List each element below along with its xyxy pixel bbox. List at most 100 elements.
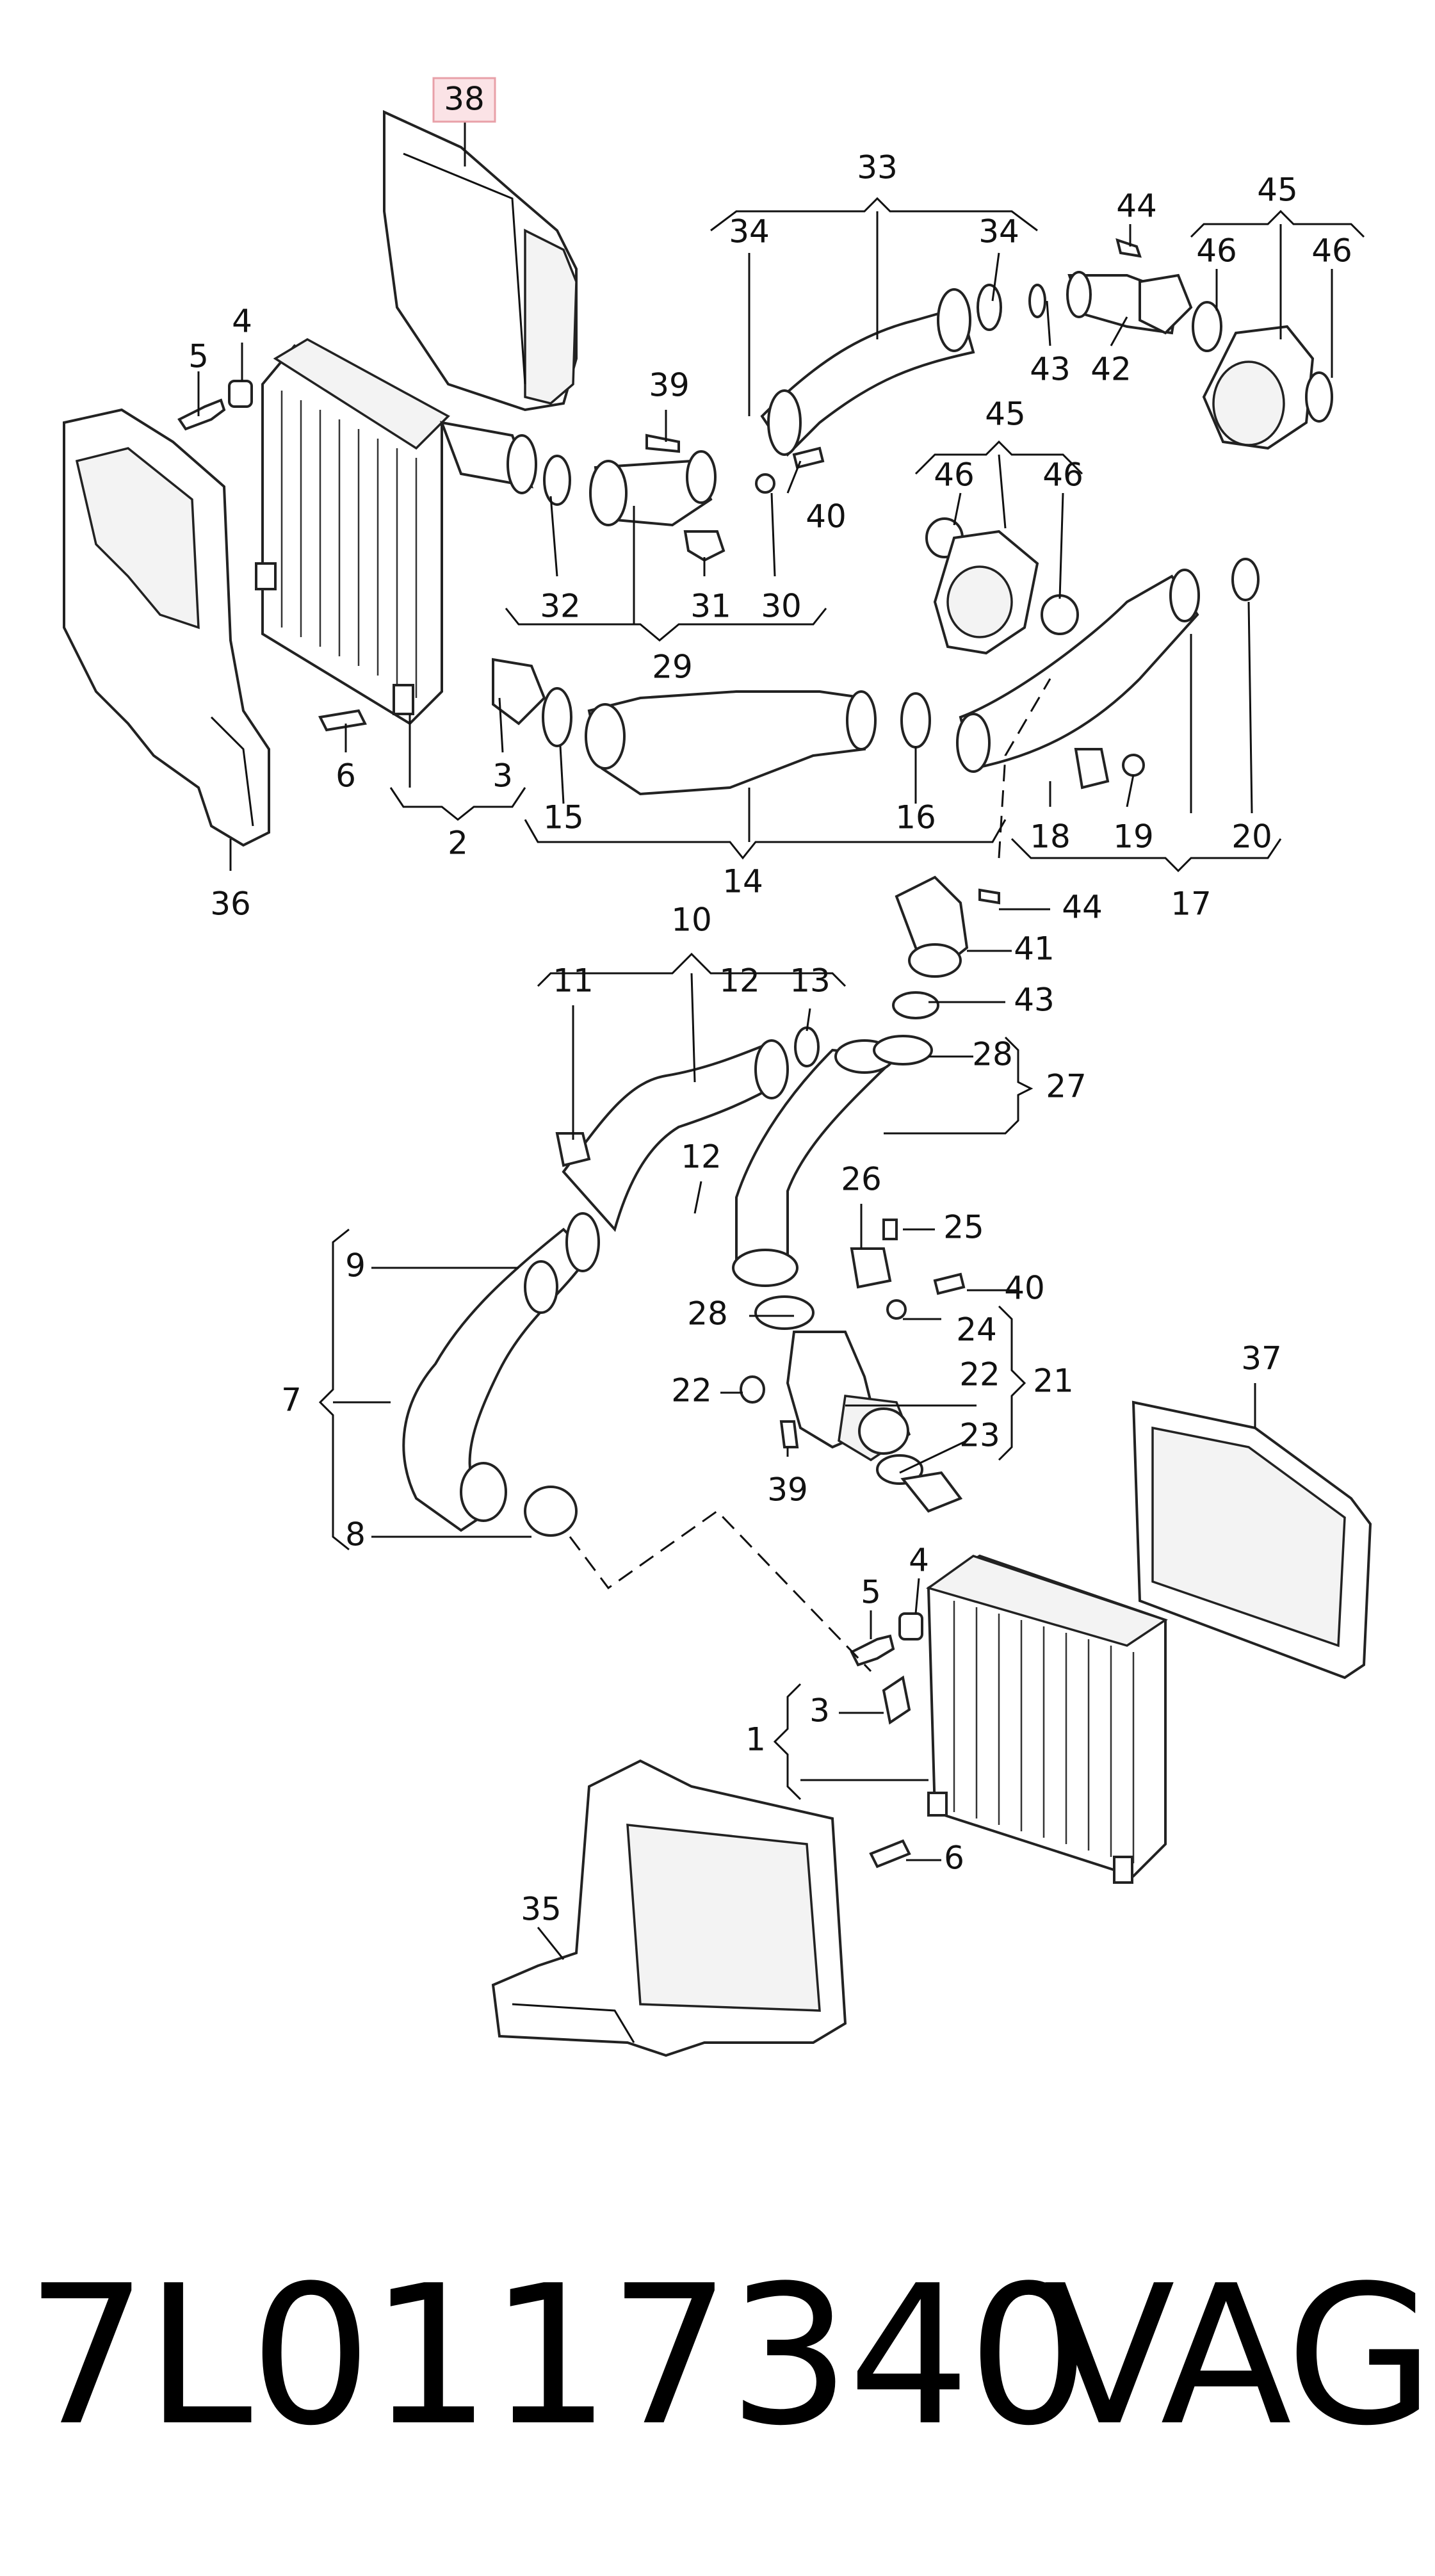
air-guide-37 xyxy=(1131,1400,1372,1680)
callout-28[interactable]: 28 xyxy=(972,1036,1013,1073)
callout-21[interactable]: 21 xyxy=(1033,1363,1074,1400)
callout-4[interactable]: 4 xyxy=(232,303,252,340)
hose-17 xyxy=(956,558,1260,773)
callout-43[interactable]: 43 xyxy=(1030,351,1071,388)
callout-40[interactable]: 40 xyxy=(1004,1270,1045,1307)
bolt-40-upper xyxy=(755,446,825,494)
intercooler-fins-upper xyxy=(280,391,418,698)
callout-17[interactable]: 17 xyxy=(1171,886,1212,923)
part-caption: 7L0117340 VAG xyxy=(0,2222,1435,2491)
callout-23[interactable]: 23 xyxy=(959,1417,1000,1454)
highlighted-callout-box xyxy=(432,77,496,123)
callout-32[interactable]: 32 xyxy=(540,588,581,625)
callout-26[interactable]: 26 xyxy=(841,1161,882,1198)
callout-34[interactable]: 34 xyxy=(978,213,1019,250)
callout-6[interactable]: 6 xyxy=(944,1840,964,1877)
air-guide-38 xyxy=(383,109,578,412)
intercooler-fins-lower xyxy=(953,1601,1135,1863)
callout-39[interactable]: 39 xyxy=(649,367,690,404)
callout-10[interactable]: 10 xyxy=(671,902,712,939)
callout-5[interactable]: 5 xyxy=(861,1574,881,1611)
bracket-18-19 xyxy=(1074,748,1145,790)
hose-14 xyxy=(585,690,931,796)
connector-dash-lower xyxy=(569,1510,872,1673)
callout-11[interactable]: 11 xyxy=(553,962,594,1000)
callout-labels: 38 33 34 34 44 45 46 46 4 5 39 43 42 40 … xyxy=(188,81,1352,1928)
callout-46[interactable]: 46 xyxy=(1311,232,1352,270)
callout-44[interactable]: 44 xyxy=(1062,889,1103,926)
callout-36[interactable]: 36 xyxy=(210,886,251,923)
callout-46[interactable]: 46 xyxy=(1196,232,1237,270)
callout-20[interactable]: 20 xyxy=(1231,818,1272,855)
callout-40[interactable]: 40 xyxy=(806,498,847,535)
callout-37[interactable]: 37 xyxy=(1241,1340,1282,1377)
callout-35[interactable]: 35 xyxy=(521,1891,562,1928)
callout-46[interactable]: 46 xyxy=(934,457,975,494)
bolt-6-upper xyxy=(318,709,367,732)
hose-33 xyxy=(760,284,1046,457)
grommet-4-lower xyxy=(898,1612,923,1640)
callout-25[interactable]: 25 xyxy=(943,1209,984,1246)
throttle-45-upper xyxy=(1192,301,1333,450)
hose-29 xyxy=(439,421,717,527)
connector-dash-upper xyxy=(998,678,1051,859)
callout-30[interactable]: 30 xyxy=(761,588,802,625)
sensor-block-21 xyxy=(740,1219,966,1513)
callout-34[interactable]: 34 xyxy=(729,213,770,250)
air-duct-35 xyxy=(491,1759,847,2057)
callout-14[interactable]: 14 xyxy=(722,863,763,900)
callout-43[interactable]: 43 xyxy=(1014,982,1055,1019)
callout-6[interactable]: 6 xyxy=(336,757,356,795)
callout-1[interactable]: 1 xyxy=(745,1721,766,1758)
callout-22[interactable]: 22 xyxy=(671,1372,712,1409)
callout-27[interactable]: 27 xyxy=(1046,1068,1087,1105)
callout-13[interactable]: 13 xyxy=(790,962,831,1000)
callout-9[interactable]: 9 xyxy=(345,1247,366,1284)
hose-7 xyxy=(402,1212,600,1537)
callout-45[interactable]: 45 xyxy=(1257,172,1298,209)
callout-19[interactable]: 19 xyxy=(1113,818,1154,855)
flange-3-upper xyxy=(492,658,546,725)
callout-42[interactable]: 42 xyxy=(1090,351,1131,388)
throttle-45-middle xyxy=(925,517,1079,655)
callout-39[interactable]: 39 xyxy=(767,1471,808,1509)
bolt-5-upper xyxy=(177,398,226,431)
callout-7[interactable]: 7 xyxy=(281,1382,302,1419)
callout-3[interactable]: 3 xyxy=(492,757,513,795)
intercooler-lower xyxy=(926,1554,1168,1884)
callout-33[interactable]: 33 xyxy=(857,149,898,186)
part-number: 7L0117340 xyxy=(26,2244,1090,2468)
callout-3[interactable]: 3 xyxy=(809,1692,830,1729)
callout-22[interactable]: 22 xyxy=(959,1356,1000,1393)
callout-41[interactable]: 41 xyxy=(1014,930,1055,968)
callout-29[interactable]: 29 xyxy=(652,649,693,686)
callout-12[interactable]: 12 xyxy=(681,1138,722,1176)
grommet-4-upper xyxy=(228,380,253,408)
callout-4[interactable]: 4 xyxy=(909,1542,929,1579)
flange-3-lower xyxy=(882,1675,911,1725)
callout-15[interactable]: 15 xyxy=(543,799,584,836)
callout-5[interactable]: 5 xyxy=(188,338,209,375)
callout-16[interactable]: 16 xyxy=(895,799,936,836)
bolt-44-upper xyxy=(1115,238,1142,258)
callout-24[interactable]: 24 xyxy=(956,1311,997,1349)
callout-44[interactable]: 44 xyxy=(1116,188,1157,225)
bolt-6-lower xyxy=(869,1839,911,1868)
bolt-39-upper xyxy=(645,433,680,453)
hose-10 xyxy=(555,1026,820,1233)
callout-12[interactable]: 12 xyxy=(719,962,760,1000)
parts-exploded-diagram: 38 33 34 34 44 45 46 46 4 5 39 43 42 40 … xyxy=(63,77,1372,2057)
callout-46[interactable]: 46 xyxy=(1042,457,1083,494)
callout-18[interactable]: 18 xyxy=(1030,818,1071,855)
hose-41 xyxy=(892,875,1000,1019)
air-duct-36 xyxy=(63,408,270,847)
callout-2[interactable]: 2 xyxy=(448,825,468,862)
callout-31[interactable]: 31 xyxy=(690,588,731,625)
callout-45[interactable]: 45 xyxy=(985,396,1026,433)
callout-38[interactable]: 38 xyxy=(444,81,485,118)
callout-28[interactable]: 28 xyxy=(687,1295,728,1333)
nut-31 xyxy=(683,530,726,562)
callout-8[interactable]: 8 xyxy=(345,1516,366,1553)
leader-lines xyxy=(197,122,1365,1960)
brand-label: VAG xyxy=(1044,2244,1434,2468)
